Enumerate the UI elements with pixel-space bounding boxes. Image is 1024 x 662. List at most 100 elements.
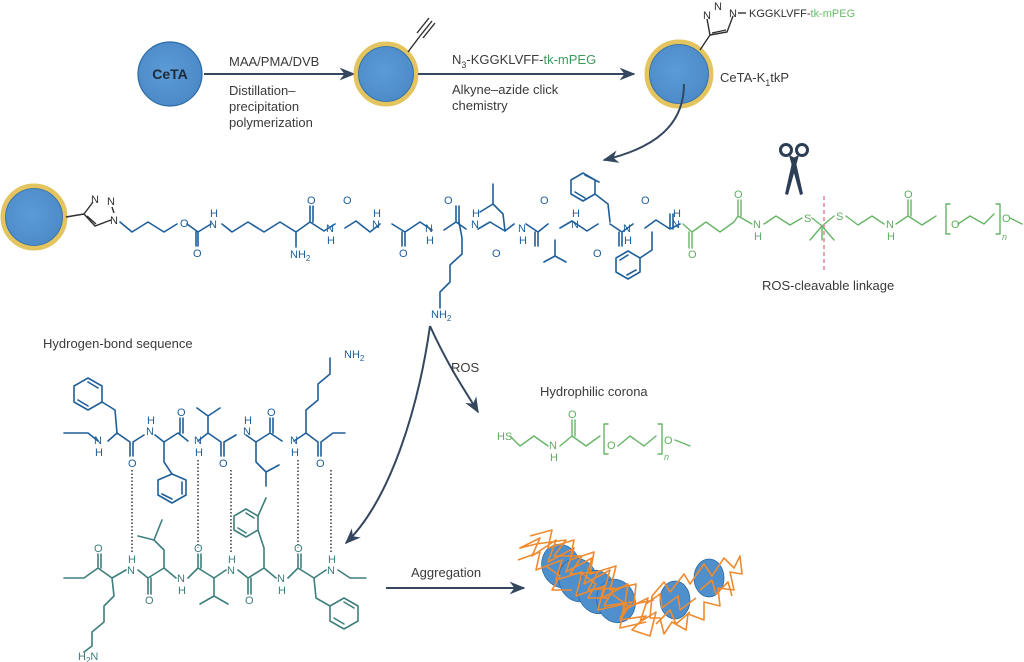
svg-text:N: N — [327, 565, 335, 577]
lower-phe-2 — [313, 577, 359, 630]
svg-text:O: O — [1002, 213, 1011, 225]
synthesis-scheme: CeTA MAA/PMA/DVB Distillation– precipita… — [137, 1, 855, 163]
svg-text:O: O — [194, 543, 203, 555]
svg-text:O: O — [951, 219, 960, 231]
product-to-chain-arrow — [602, 83, 685, 163]
svg-text:H: H — [519, 235, 527, 247]
product-tag: KGGKLVFF-tk-mPEG — [749, 8, 855, 20]
svg-text:N: N — [194, 435, 202, 447]
step2-method-line1: Alkyne–azide click — [452, 82, 559, 97]
svg-text:N: N — [94, 435, 102, 447]
step1-method-line1: Distillation– — [229, 83, 296, 98]
svg-text:O: O — [193, 248, 202, 260]
svg-text:N: N — [549, 440, 557, 452]
svg-text:O: O — [145, 595, 154, 607]
svg-text:O: O — [267, 407, 276, 419]
svg-text:N: N — [571, 219, 579, 231]
svg-text:H: H — [624, 235, 632, 247]
ros-branch: ROS Hydrophilic corona HS N H O O O n — [344, 325, 691, 545]
svg-text:O: O — [688, 249, 697, 261]
scissors-icon — [779, 143, 809, 195]
hydrogen-bond-sequence: Hydrogen-bond sequence N H O H N O N H O… — [43, 336, 367, 662]
nanofiber-2 — [645, 555, 743, 635]
svg-text:N: N — [471, 219, 479, 231]
svg-text:H: H — [373, 208, 381, 220]
phenylalanine-sidechain-1 — [570, 172, 611, 223]
svg-text:H: H — [95, 447, 103, 459]
svg-text:H: H — [472, 208, 480, 220]
lower-val — [199, 577, 229, 605]
svg-text:N: N — [326, 223, 334, 235]
ros-arrow — [429, 325, 479, 414]
valine-sidechain — [543, 239, 567, 263]
svg-text:O: O — [641, 195, 650, 207]
ceta-core-label: CeTA — [152, 66, 188, 82]
svg-text:n: n — [664, 452, 669, 462]
upper-val — [196, 407, 221, 434]
chain-particle — [0, 183, 68, 251]
svg-text:H: H — [195, 447, 203, 459]
amine-label-1: NH2 — [290, 249, 311, 263]
tk-mpeg-backbone — [682, 199, 1023, 249]
lower-lys-amine: H2N — [78, 651, 98, 662]
svg-text:H: H — [278, 585, 286, 597]
upper-lys — [305, 357, 331, 434]
svg-text:N: N — [623, 223, 631, 235]
lower-leu — [137, 519, 165, 569]
svg-text:O: O — [128, 458, 137, 470]
phenylalanine-sidechain-2 — [615, 231, 653, 280]
svg-text:N: N — [672, 219, 680, 231]
svg-text:O: O — [607, 440, 616, 452]
triazole-n3: N — [729, 8, 737, 20]
svg-text:O: O — [294, 543, 303, 555]
svg-text:O: O — [444, 195, 453, 207]
svg-text:H: H — [887, 231, 895, 243]
triazole-linker: N N N — [65, 194, 118, 227]
step1-method-line3: polymerization — [229, 115, 313, 130]
svg-text:O: O — [180, 218, 189, 230]
svg-text:N: N — [518, 223, 526, 235]
step2-reagent: N3-KGGKLVFF-tk-mPEG — [452, 52, 596, 70]
ceta-k1tkp-particle: N N N KGGKLVFF-tk-mPEG — [644, 1, 855, 109]
svg-text:H: H — [328, 554, 336, 566]
lysine-sidechain-2 — [439, 221, 463, 309]
chain-triazole-n3: N — [110, 215, 118, 227]
step1-method-line2: precipitation — [229, 99, 299, 114]
svg-text:O: O — [540, 195, 549, 207]
svg-text:N: N — [753, 219, 761, 231]
svg-text:O: O — [343, 195, 352, 207]
svg-text:O: O — [177, 407, 186, 419]
triazole-n1: N — [703, 10, 711, 22]
upper-phe-2 — [157, 441, 187, 504]
ros-cleavable-label: ROS-cleavable linkage — [762, 278, 894, 293]
triazole-ring-icon — [699, 15, 734, 51]
svg-text:O: O — [316, 458, 325, 470]
svg-text:H: H — [754, 231, 762, 243]
svg-text:S: S — [836, 211, 843, 223]
triazole-n2: N — [714, 1, 722, 13]
svg-text:O: O — [307, 195, 316, 207]
alkyne-shell-particle — [353, 17, 436, 107]
svg-text:H: H — [572, 208, 580, 220]
hydrophilic-corona-title: Hydrophilic corona — [540, 384, 648, 399]
svg-text:H: H — [291, 447, 299, 459]
svg-text:H: H — [673, 208, 681, 220]
svg-text:N: N — [146, 426, 154, 438]
aggregation-panel: Aggregation — [386, 529, 743, 637]
svg-text:n: n — [1002, 232, 1007, 242]
svg-text:H: H — [244, 415, 252, 427]
leucine-sidechain — [479, 183, 506, 232]
thiol-label: HS — [497, 431, 512, 443]
conjugate-chain-structure: N N N O O H N NH2 O N H O H N O N H — [0, 143, 1023, 323]
step2-method-line2: chemistry — [452, 98, 508, 113]
svg-text:O: O — [245, 595, 254, 607]
svg-text:N: N — [277, 573, 285, 585]
ceta-core-particle: CeTA — [137, 41, 203, 107]
nanofiber-1 — [517, 529, 657, 637]
svg-text:N: N — [227, 565, 235, 577]
svg-text:H: H — [426, 235, 434, 247]
alkyne-icon — [407, 17, 436, 53]
svg-text:N: N — [243, 426, 251, 438]
chain-triazole-n2: N — [107, 196, 115, 208]
